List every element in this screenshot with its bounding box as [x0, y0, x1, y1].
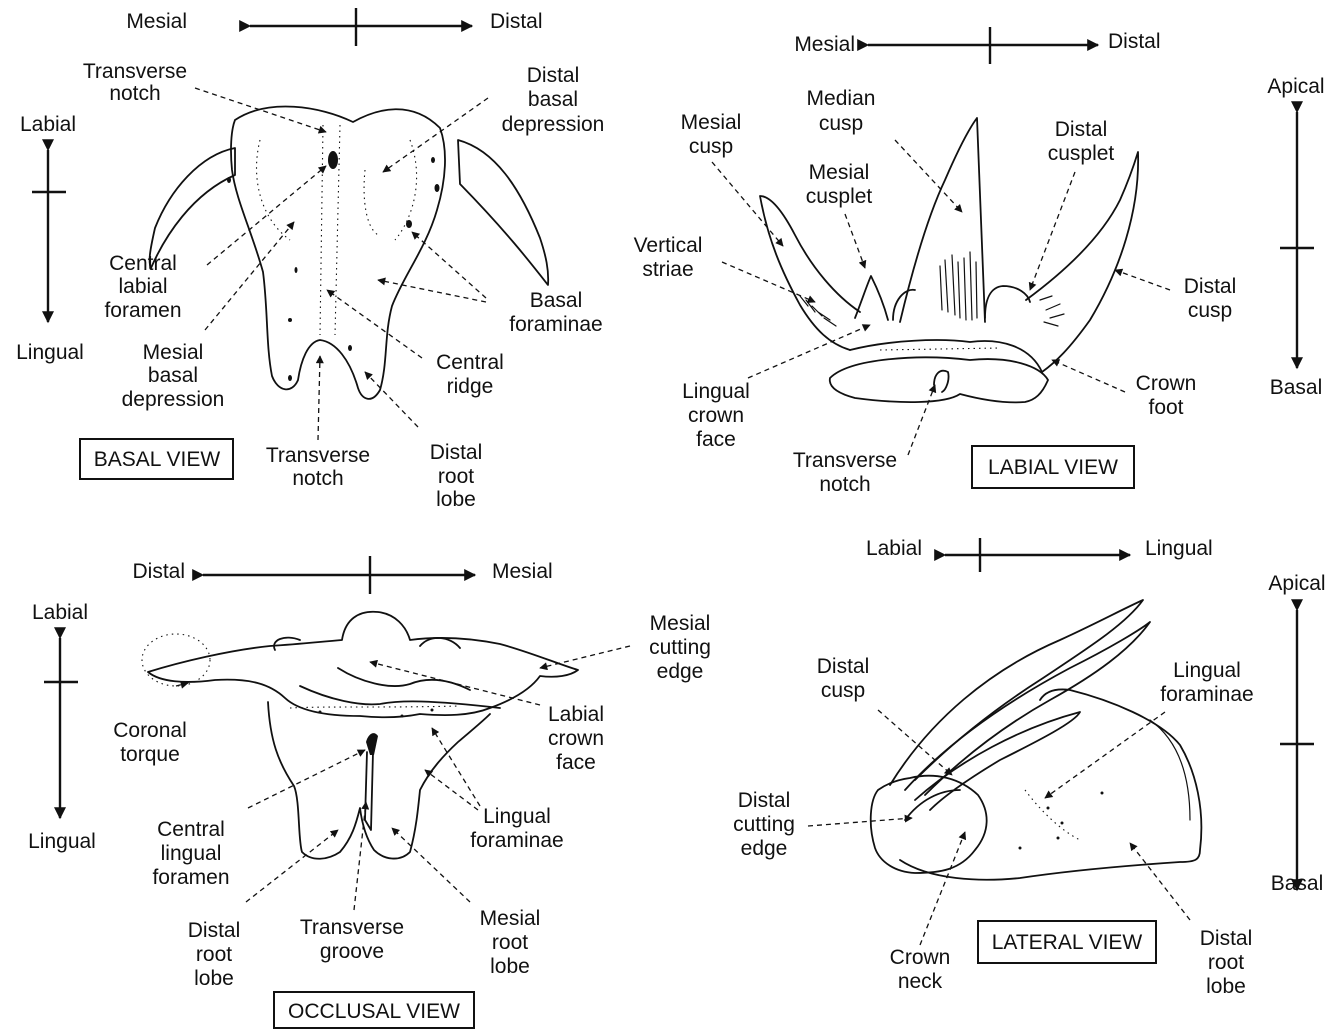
occlusal-axis-distal: Distal — [132, 560, 185, 583]
basal-axis-labial: Labial — [20, 113, 76, 136]
svg-text:OCCLUSAL VIEW: OCCLUSAL VIEW — [288, 1000, 460, 1023]
labial-axis-mesial: Mesial — [794, 33, 855, 56]
occlusal-axis-lingual: Lingual — [28, 830, 96, 853]
lateral-tooth-drawing — [871, 600, 1202, 880]
lateral-leader-lines — [808, 710, 1190, 945]
lateral-axis-labial: Labial — [866, 537, 922, 560]
svg-text:LATERAL VIEW: LATERAL VIEW — [992, 931, 1143, 954]
occlusal-axis-mesial: Mesial — [492, 560, 553, 583]
lateral-orientation-axes: Labial Lingual Apical Basal — [866, 537, 1326, 895]
lateral-axis-basal: Basal — [1271, 872, 1324, 895]
basal-axis-lingual: Lingual — [16, 341, 84, 364]
occlusal-view-title: OCCLUSAL VIEW — [274, 992, 474, 1028]
labial-axis-basal: Basal — [1270, 376, 1323, 399]
basal-view-panel: Mesial Distal Labial Lingual — [16, 8, 604, 511]
lateral-axis-apical: Apical — [1268, 572, 1325, 595]
occlusal-axis-labial: Labial — [32, 601, 88, 624]
occlusal-view-panel: Distal Mesial Labial Lingual — [28, 556, 711, 1028]
basal-axis-mesial: Mesial — [126, 10, 187, 33]
labial-view-panel: Mesial Distal Apical Basal — [634, 27, 1325, 496]
labial-axis-distal: Distal — [1108, 30, 1161, 53]
lateral-view-title: LATERAL VIEW — [978, 921, 1156, 963]
labial-view-title: LABIAL VIEW — [972, 446, 1134, 488]
lateral-axis-lingual: Lingual — [1145, 537, 1213, 560]
svg-text:BASAL VIEW: BASAL VIEW — [94, 448, 221, 471]
labial-orientation-axes: Mesial Distal Apical Basal — [794, 27, 1324, 399]
labial-axis-apical: Apical — [1267, 75, 1324, 98]
lateral-view-panel: Labial Lingual Apical Basal — [733, 537, 1326, 998]
basal-axis-distal: Distal — [490, 10, 543, 33]
basal-view-title: BASAL VIEW — [80, 439, 233, 479]
svg-text:LABIAL VIEW: LABIAL VIEW — [988, 456, 1118, 479]
